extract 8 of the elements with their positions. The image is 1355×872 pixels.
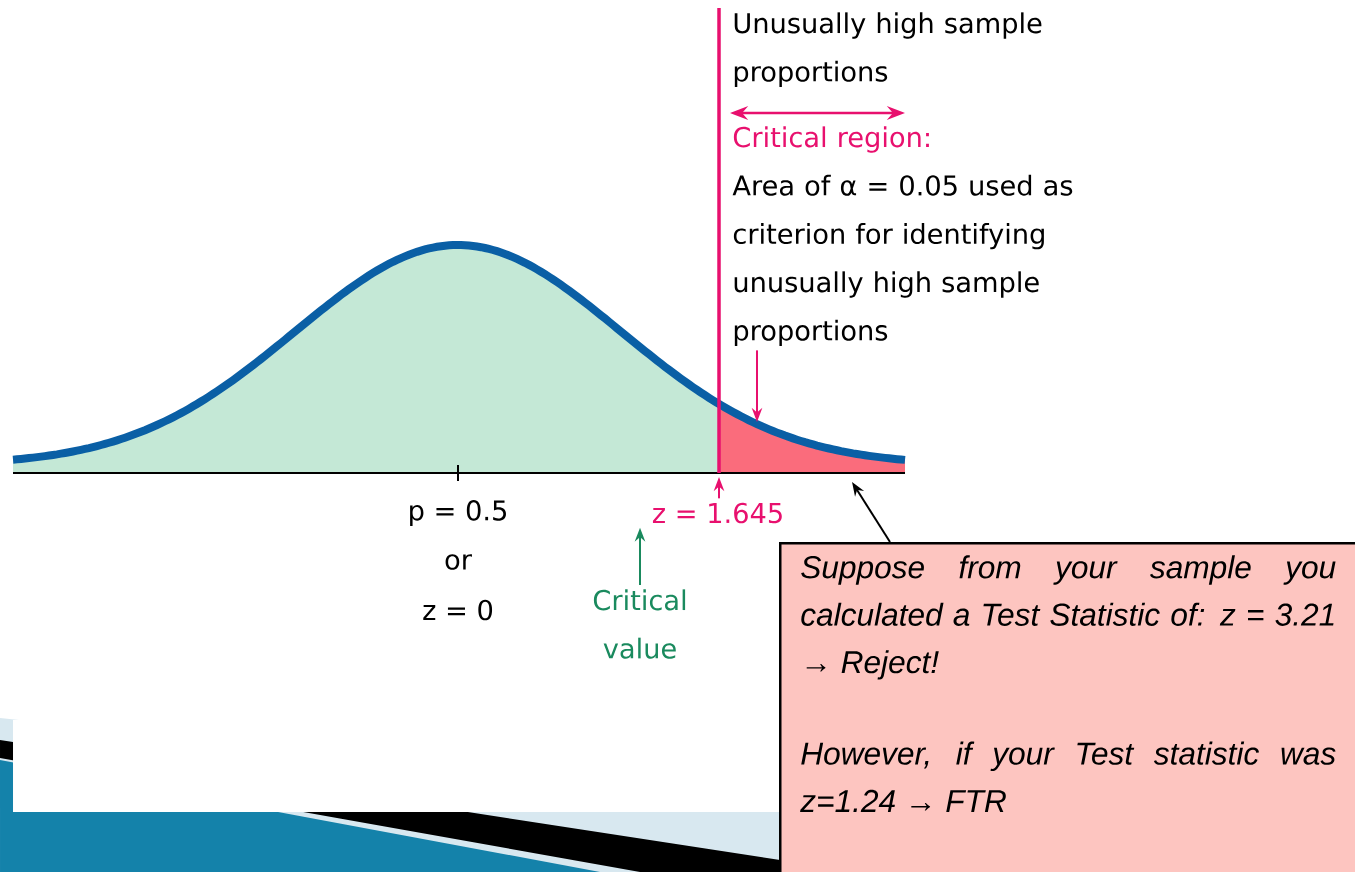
- critical-value-label: z = 1.645: [652, 502, 782, 524]
- axis-label: z = 0: [423, 599, 493, 621]
- annotation-text: Unusually high sample proportions: [734, 12, 1042, 88]
- callout-box: Suppose from your sample you calculated a Test Statistic of: z = 3.21 → Reject! However, if your Test statistic was z=1.24 → FTR: [779, 542, 1355, 872]
- annotation-text: Critical value: [593, 589, 686, 659]
- annotation-text: Critical region: Area of α = 0.05 used as criterion for identifying unusually high sample proportions: [732, 126, 1073, 346]
- axis-label: p = 0.5: [410, 500, 506, 526]
- axis-label: or: [445, 554, 472, 570]
